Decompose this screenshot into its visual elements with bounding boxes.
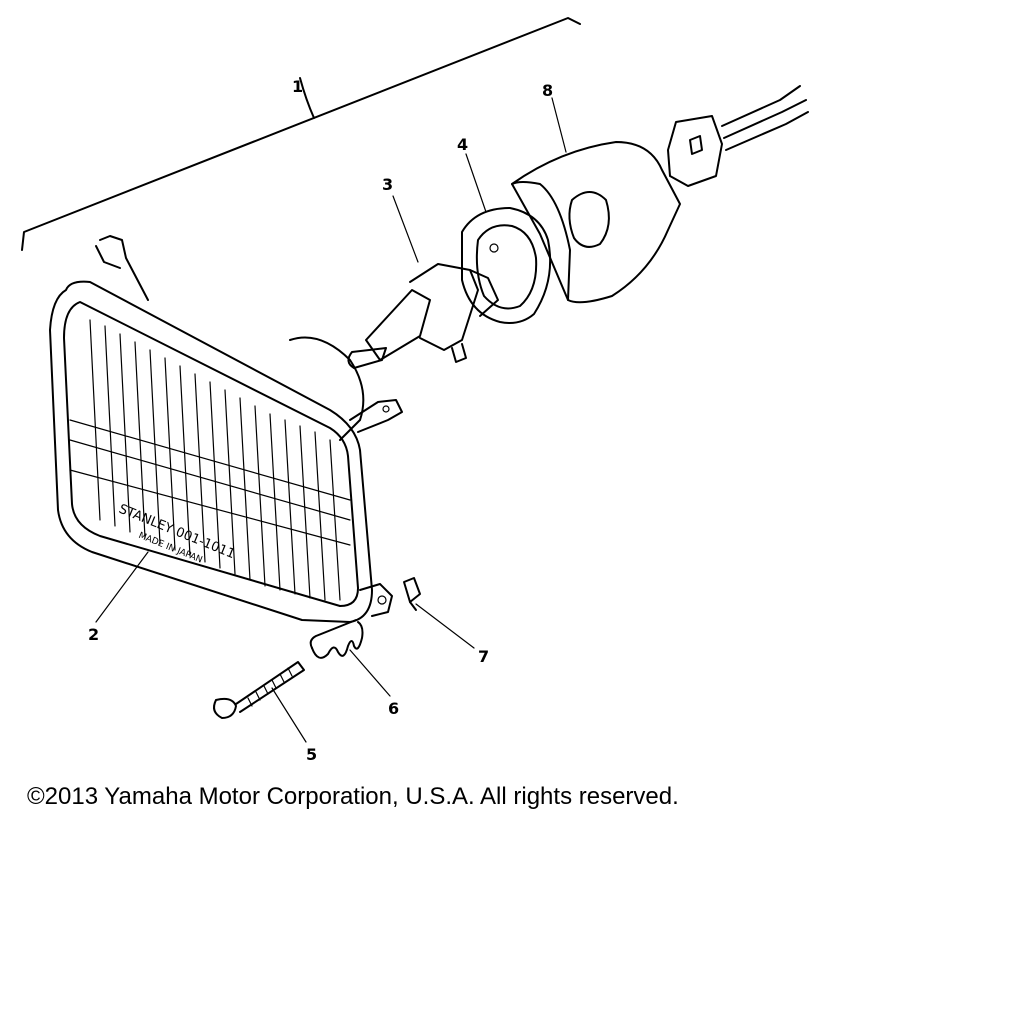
part-label-7: 7 — [478, 647, 489, 666]
screw — [213, 661, 305, 719]
leader-4 — [465, 153, 487, 213]
part-label-2: 2 — [88, 625, 99, 644]
part-label-6: 6 — [388, 699, 399, 718]
leader-8 — [551, 97, 567, 153]
spring — [309, 619, 364, 659]
assembly-bracket — [21, 17, 581, 251]
part-label-5: 5 — [306, 745, 317, 764]
bulb-retainer — [461, 207, 552, 324]
leader-3 — [392, 195, 419, 263]
leader-6 — [349, 649, 391, 697]
wire-connector — [667, 85, 809, 187]
part-label-4: 4 — [457, 135, 468, 154]
copyright-notice: ©2013 Yamaha Motor Corporation, U.S.A. A… — [27, 783, 679, 810]
leader-2 — [95, 551, 149, 623]
part-label-8: 8 — [542, 81, 553, 100]
part-label-1: 1 — [292, 77, 303, 96]
lens-pattern — [69, 319, 351, 601]
leader-7 — [415, 603, 475, 649]
nut — [403, 577, 421, 611]
part-label-3: 3 — [382, 175, 393, 194]
leader-5 — [271, 687, 307, 743]
bulb-cover — [511, 141, 681, 304]
headlight-unit: STANLEY 001-1011 MADE IN JAPAN — [49, 235, 403, 623]
bulb — [347, 263, 499, 369]
